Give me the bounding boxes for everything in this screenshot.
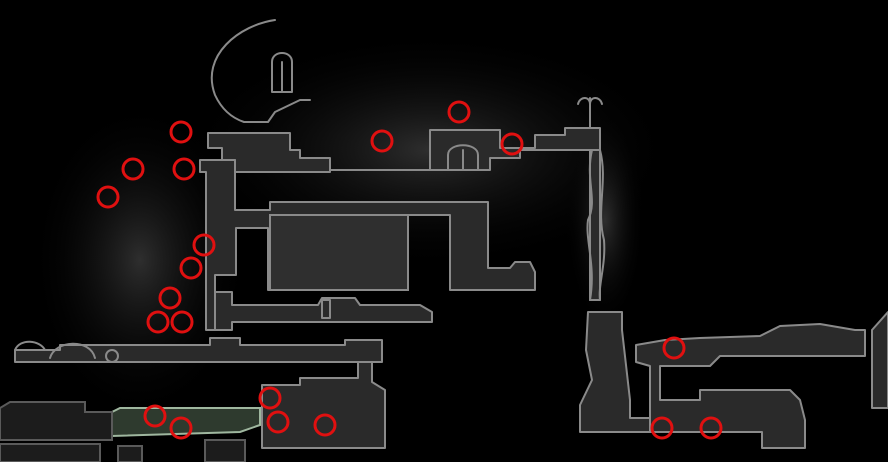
unexplored-area (0, 443, 101, 462)
green-zone (111, 407, 261, 438)
inner-block (269, 214, 409, 291)
fossil-spiral (105, 349, 119, 363)
unexplored-area (0, 401, 113, 441)
map-marker[interactable] (146, 310, 170, 334)
map-marker[interactable] (447, 100, 471, 124)
right-complex (635, 323, 866, 449)
lower-room (261, 361, 386, 449)
map-marker[interactable] (500, 132, 524, 156)
dome-structure (210, 19, 311, 123)
ambient-glow (565, 110, 645, 330)
shaft-wall (586, 149, 593, 301)
shaft-wall (598, 149, 606, 301)
map-marker[interactable] (266, 410, 290, 434)
fossil-shell (49, 342, 96, 359)
map-marker[interactable] (258, 386, 282, 410)
map-marker[interactable] (192, 233, 216, 257)
map-marker[interactable] (169, 120, 193, 144)
unexplored-area (117, 445, 143, 462)
map-marker[interactable] (370, 129, 394, 153)
unexplored-area (204, 439, 246, 462)
fossil-shell (14, 340, 46, 351)
map-marker[interactable] (662, 336, 686, 360)
marker-layer (96, 100, 723, 440)
map-marker[interactable] (96, 185, 120, 209)
map-marker[interactable] (143, 404, 167, 428)
map-marker[interactable] (313, 413, 337, 437)
map-marker[interactable] (170, 310, 194, 334)
map-marker[interactable] (699, 416, 723, 440)
map-marker[interactable] (172, 157, 196, 181)
right-edge-room (871, 311, 888, 409)
map-marker[interactable] (158, 286, 182, 310)
map-marker[interactable] (650, 416, 674, 440)
map-marker[interactable] (121, 157, 145, 181)
arch-pillar (321, 299, 331, 319)
fountain-icon (577, 97, 603, 129)
map-marker[interactable] (179, 256, 203, 280)
map-marker[interactable] (169, 416, 193, 440)
ambient-glow (30, 100, 250, 420)
